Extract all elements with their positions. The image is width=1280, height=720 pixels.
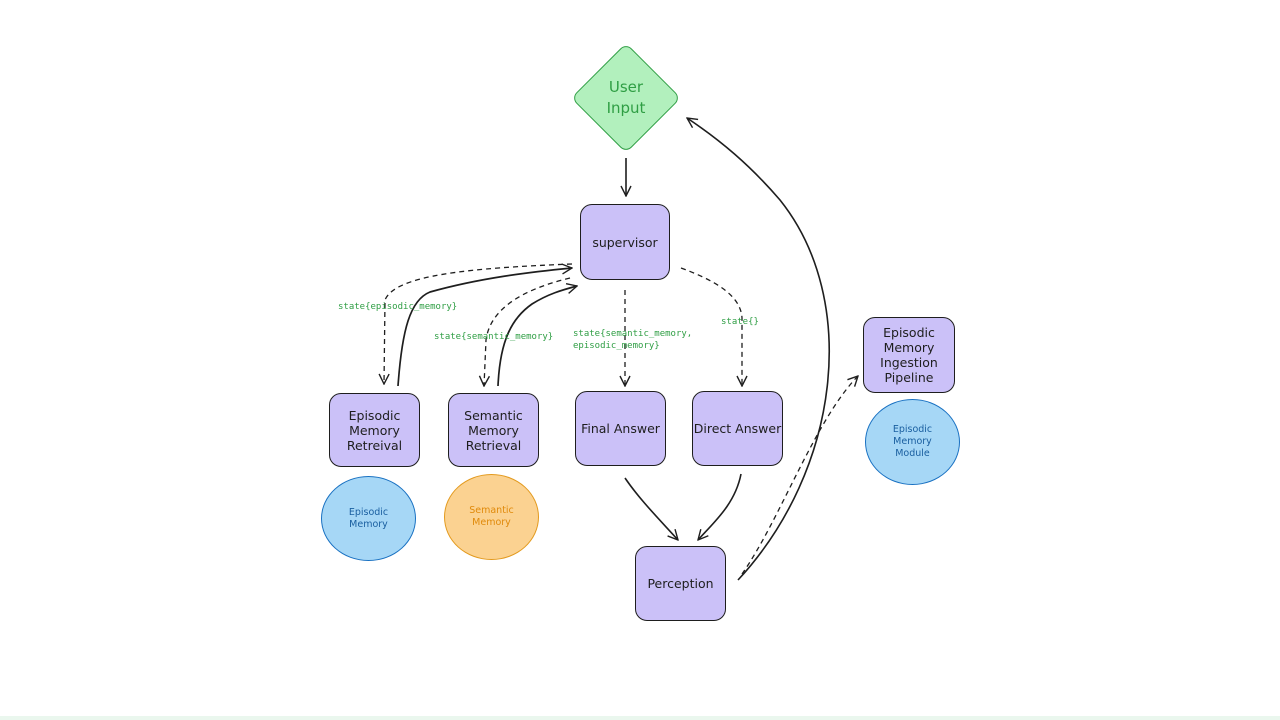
- edge-perception-to-ingestion: [741, 376, 858, 575]
- edge-supervisor-to-direct: [680, 267, 742, 386]
- bottom-border: [0, 716, 1280, 720]
- user-input-label: User Input: [606, 78, 646, 117]
- semantic-memory-store: Semantic Memory: [444, 474, 539, 560]
- perception-node: Perception: [635, 546, 726, 621]
- edge-perception-to-input: [687, 118, 831, 581]
- supervisor-node: supervisor: [580, 204, 670, 280]
- semantic-memory-retrieval-node: Semantic Memory Retrieval: [448, 393, 539, 467]
- edge-direct-to-perception: [698, 473, 742, 540]
- episodic-memory-module-store: Episodic Memory Module: [865, 399, 960, 485]
- edge-supervisor-to-episodic: [384, 263, 573, 384]
- edge-final-to-perception: [624, 477, 678, 540]
- episodic-memory-ingestion-pipeline-node: Episodic Memory Ingestion Pipeline: [863, 317, 955, 393]
- edge-episodic-to-supervisor: [397, 268, 572, 387]
- edge-supervisor-to-semantic: [484, 277, 571, 386]
- episodic-memory-retrieval-node: Episodic Memory Retreival: [329, 393, 420, 467]
- episodic-memory-store: Episodic Memory: [321, 476, 416, 561]
- edge-label-semantic: state{semantic_memory}: [434, 332, 554, 342]
- final-answer-node: Final Answer: [575, 391, 666, 466]
- edge-label-final: state{semantic_memory, episodic_memory}: [573, 329, 693, 351]
- direct-answer-node: Direct Answer: [692, 391, 783, 466]
- edge-label-direct: state{}: [721, 317, 759, 327]
- edge-label-episodic: state{episodic_memory}: [338, 302, 458, 312]
- edge-semantic-to-supervisor: [497, 286, 577, 387]
